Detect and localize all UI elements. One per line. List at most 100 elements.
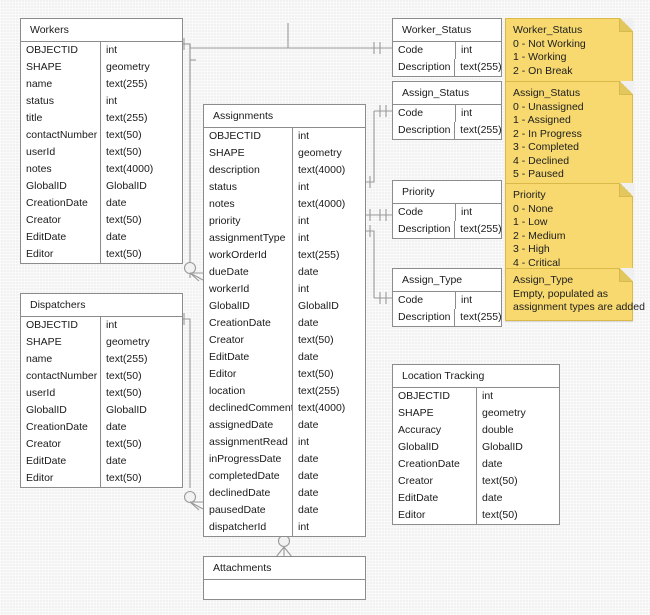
field-type: text(50) xyxy=(106,129,142,141)
field-name: location xyxy=(204,383,293,400)
field-type: text(255) xyxy=(460,223,501,235)
field-type: date xyxy=(298,266,319,278)
field-name: Creator xyxy=(204,332,293,349)
field-name: Creator xyxy=(393,473,477,490)
field-name: Description xyxy=(393,59,456,76)
field-name: Editor xyxy=(393,507,477,524)
note-line: Empty, populated as xyxy=(513,287,608,300)
field-type: date xyxy=(106,421,127,433)
field-name: notes xyxy=(21,161,101,178)
entity-title: Workers xyxy=(21,19,182,42)
note-line: 0 - Unassigned xyxy=(513,100,584,113)
field-type: int xyxy=(298,181,310,193)
field-name: SHAPE xyxy=(21,59,101,76)
field-type: text(255) xyxy=(460,124,501,136)
field-type: int xyxy=(298,215,310,227)
field-name: description xyxy=(204,162,293,179)
field-name: CreationDate xyxy=(21,195,101,212)
note-title: Assign_Type xyxy=(513,274,574,286)
field-name: userId xyxy=(21,385,101,402)
note-line: 1 - Low xyxy=(513,216,548,228)
note-title: Priority xyxy=(513,189,546,201)
field-name: workerId xyxy=(204,281,293,298)
field-type: text(50) xyxy=(106,214,142,226)
field-type: int xyxy=(461,44,473,56)
field-name: assignmentRead xyxy=(204,434,293,451)
field-type: int xyxy=(298,521,310,533)
field-name: contactNumber xyxy=(21,127,101,144)
field-type: int xyxy=(298,130,310,142)
folded-corner-icon xyxy=(619,81,633,95)
note-line: 1 - Working xyxy=(513,51,567,63)
field-name: name xyxy=(21,76,101,93)
field-name: declinedComment xyxy=(204,400,293,417)
field-name: SHAPE xyxy=(21,334,101,351)
field-name: EditDate xyxy=(393,490,477,507)
field-name: Editor xyxy=(21,246,101,263)
field-type: geometry xyxy=(106,61,150,73)
field-name: workOrderId xyxy=(204,247,293,264)
note-line: assignment types are added xyxy=(513,301,645,313)
field-name: Editor xyxy=(21,470,101,487)
note-line: 0 - None xyxy=(513,202,554,215)
field-type: text(255) xyxy=(460,311,501,323)
field-type: GlobalID xyxy=(298,300,339,312)
entity-table-attachments[interactable]: Attachments xyxy=(203,556,366,600)
field-type: int xyxy=(106,44,118,56)
field-type: GlobalID xyxy=(106,180,147,192)
field-type: GlobalID xyxy=(482,441,523,453)
field-type: text(255) xyxy=(106,353,148,365)
field-type: int xyxy=(461,206,473,218)
field-type: date xyxy=(298,470,319,482)
field-type: int xyxy=(461,107,473,119)
note-line: 2 - On Break xyxy=(513,64,573,77)
entity-title: Priority xyxy=(393,181,501,204)
field-name: Creator xyxy=(21,436,101,453)
note-title: Assign_Status xyxy=(513,87,581,99)
field-type: int xyxy=(298,232,310,244)
field-name: EditDate xyxy=(21,229,101,246)
field-name: Creator xyxy=(21,212,101,229)
field-name: Code xyxy=(393,42,456,59)
